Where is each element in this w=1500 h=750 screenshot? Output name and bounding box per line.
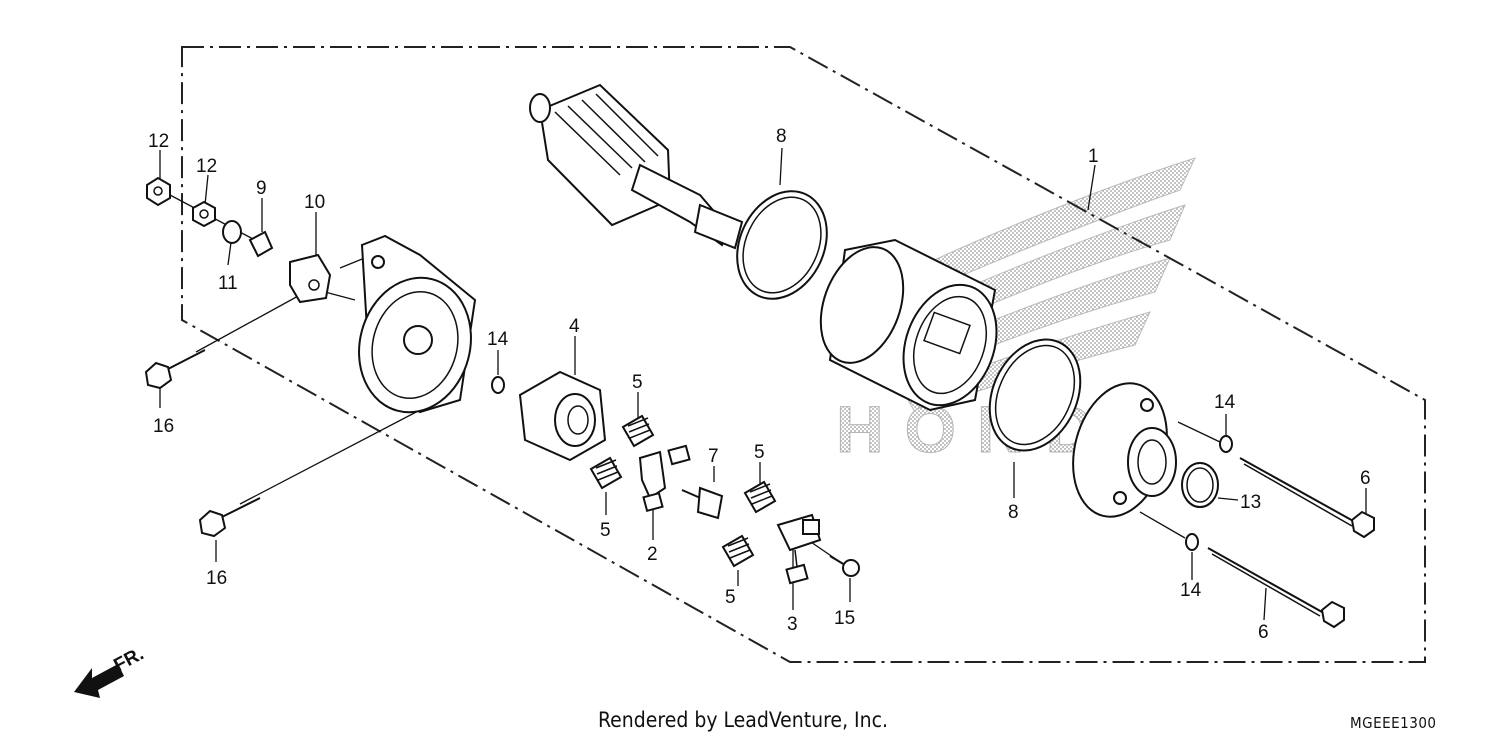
washer-11 — [222, 220, 242, 244]
callout-8-b: 8 — [1008, 502, 1019, 523]
brush-springs — [589, 414, 777, 568]
brush-terminal-set — [638, 444, 691, 513]
diagram-code: MGEEE1300 — [1350, 714, 1437, 732]
terminal-bolt — [681, 486, 724, 520]
o-ring-upper — [736, 190, 828, 300]
callout-9: 9 — [256, 178, 267, 199]
callout-5-d: 5 — [725, 587, 736, 608]
insulator-9 — [248, 230, 274, 258]
callout-12-a: 12 — [148, 131, 169, 152]
callout-6-b: 6 — [1258, 622, 1269, 643]
bolt-16-lower — [198, 497, 261, 538]
o-ring-lower — [988, 338, 1082, 452]
callout-15: 15 — [834, 608, 855, 629]
washer-14-upper-right — [1219, 435, 1233, 453]
callout-16-b: 16 — [206, 568, 227, 589]
starter-yoke-housing — [819, 238, 998, 412]
callout-14-b: 14 — [1214, 392, 1236, 413]
callout-1: 1 — [1088, 146, 1099, 167]
screw-15 — [829, 555, 860, 577]
washer-14-left — [491, 376, 505, 394]
brush-set — [776, 513, 822, 585]
long-bolt-6-upper — [1239, 457, 1375, 539]
o-ring-13 — [1181, 462, 1219, 508]
front-direction-arrow-icon: FR. — [74, 644, 147, 698]
callout-7: 7 — [708, 446, 719, 467]
bolt-16-upper — [144, 349, 206, 390]
callout-8-a: 8 — [776, 126, 787, 147]
callout-5-a: 5 — [632, 372, 643, 393]
callout-14-c: 14 — [1180, 580, 1202, 601]
callout-10: 10 — [304, 192, 325, 213]
washer-14-lower-right — [1185, 533, 1199, 551]
callout-4: 4 — [569, 316, 580, 337]
long-bolt-6-lower — [1207, 547, 1345, 629]
callout-2: 2 — [647, 544, 658, 565]
credit-text: Rendered by LeadVenture, Inc. — [598, 708, 888, 732]
nut-12-inner — [192, 200, 216, 228]
nut-12-outer — [146, 176, 171, 207]
callout-3: 3 — [787, 614, 798, 635]
assembly-frame — [181, 46, 1426, 663]
callout-16-a: 16 — [153, 416, 174, 437]
callout-14-a: 14 — [487, 329, 509, 350]
callout-6-a: 6 — [1360, 468, 1371, 489]
callout-13: 13 — [1240, 492, 1261, 513]
terminal-cover-10 — [289, 253, 332, 304]
rear-cover — [1072, 382, 1177, 518]
callout-11: 11 — [218, 273, 238, 294]
callout-5-b: 5 — [600, 520, 611, 541]
callout-labels: 1 2 3 4 5 5 5 5 6 6 7 8 8 9 10 11 12 12 … — [148, 126, 1371, 643]
callout-12-b: 12 — [196, 156, 217, 177]
armature — [529, 83, 744, 250]
front-bracket — [358, 234, 477, 414]
callout-5-c: 5 — [754, 442, 765, 463]
brush-holder — [518, 370, 607, 462]
